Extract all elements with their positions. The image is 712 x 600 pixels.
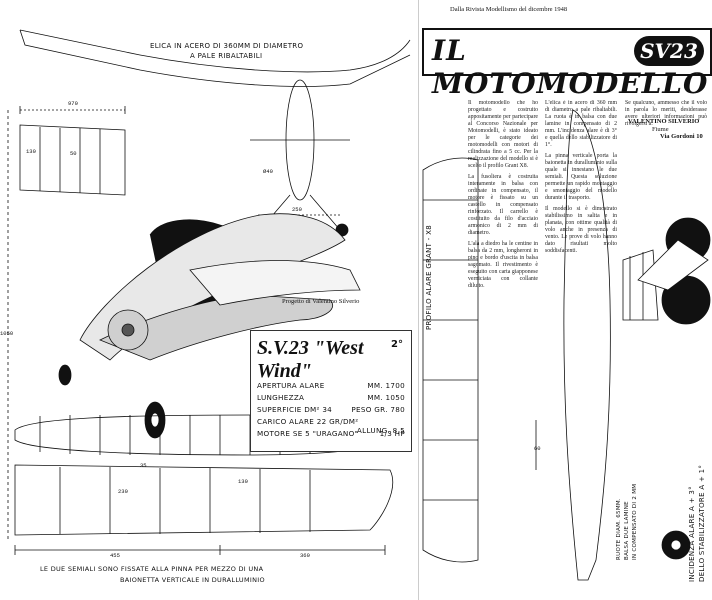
bottom-note-1: LE DUE SEMIALI SONO FISSATE ALLA PINNA P… — [40, 565, 264, 573]
paragraph: Il motomodello che ho progettato e costr… — [468, 100, 538, 169]
paragraph: L'elica è in acero di 360 mm di diametro… — [545, 100, 617, 148]
tail-plan — [19, 124, 126, 196]
article-banner: IL MOTOMODELLO SV23 — [422, 28, 712, 100]
designer-credit: Progetto di Valentino Silverio — [282, 298, 360, 305]
author-city: Fiume — [652, 126, 669, 133]
right-drawing — [422, 109, 711, 581]
specs-box: S.V.23 "West Wind" 2° APERTURA ALARE mm.… — [250, 330, 412, 452]
paragraph: Il modello si è dimostrato stabilissimo … — [545, 206, 617, 254]
dim-130-bottom: 130 — [238, 478, 248, 485]
wheel-label-3: IN COMPENSATO DI 2 mm — [632, 483, 638, 560]
wing-side-plan — [14, 464, 394, 536]
article-column-3: Se qualcuno, ammesso che il volo in paro… — [625, 100, 707, 128]
dim-130-top: 130 — [26, 148, 36, 155]
paragraph: La fusoliera è costruita interamente in … — [468, 174, 538, 236]
spec-row: SUPERFICIE dm² 34 PESO gr. 780 — [257, 405, 405, 414]
bottom-note-2: BAIONETTA VERTICALE IN DURALLUMINIO — [120, 576, 265, 584]
paragraph: Se qualcuno, ammesso che il volo in paro… — [625, 100, 707, 127]
dim-250: 250 — [292, 206, 302, 213]
dim-230: 230 — [118, 488, 128, 495]
prize-label: 2° — [391, 339, 403, 350]
incidence-label-2: DELLO STABILIZZATORE A + 1° — [698, 464, 706, 582]
article-column-2: L'elica è in acero di 360 mm di diametro… — [545, 100, 617, 580]
dim-35: 35 — [140, 462, 147, 469]
dim-455: 455 — [110, 552, 120, 559]
profile-label: PROFILO ALARE GRANT - X8 — [425, 225, 433, 330]
paragraph: L'ala a diedro ha le centine in balsa da… — [468, 241, 538, 289]
banner-sv-badge: SV23 — [634, 36, 704, 66]
wing-profile-outline — [422, 157, 479, 563]
wing-top-outline — [19, 29, 411, 73]
dim-o40: Ø40 — [263, 168, 273, 175]
incidence-label-1: INCIDENZA ALARE A + 3° — [688, 486, 696, 582]
dim-1050-vertical: 1050 — [0, 330, 14, 337]
source-note: Dalla Rivista Modellismo del dicembre 19… — [450, 6, 568, 13]
dim-50: 50 — [70, 150, 77, 157]
spec-row: MOTORE SE 5 "URAGANO" 1/3 HP — [257, 429, 405, 438]
fuselage-outline — [563, 109, 611, 581]
article-column-1: Il motomodello che ho progettato e costr… — [468, 100, 538, 580]
author-street: Via Gordoni 10 — [660, 133, 703, 140]
propeller-note-2: A PALE RIBALTABILI — [190, 52, 263, 60]
spec-row: LUNGHEZZA mm. 1050 — [257, 393, 405, 402]
dim-60: 60 — [534, 445, 541, 452]
wheel-label-2: BALSA DUE LAMINE — [624, 501, 630, 560]
spec-row: APERTURA ALARE mm. 1700 — [257, 381, 405, 390]
dim-360: 360 — [300, 552, 310, 559]
paragraph: La pinna verticale porta la baionetta in… — [545, 153, 617, 201]
model-wheel-left — [58, 364, 72, 386]
wheel-label-1: RUOTE DIAM. 65mm. — [616, 498, 622, 560]
banner-title: IL MOTOMODELLO — [432, 34, 709, 100]
dim-970: 970 — [68, 100, 78, 107]
wing-bottom-outline — [19, 29, 411, 87]
author-name: VALENTINO SILVERIO — [628, 118, 700, 125]
model-in-flight — [637, 239, 709, 291]
model-name: S.V.23 "West Wind" — [257, 337, 364, 382]
spec-row: CARICO ALARE 22 gr/dm² ALLUNG. 8,5 — [257, 417, 405, 435]
technical-drawing — [7, 29, 411, 555]
